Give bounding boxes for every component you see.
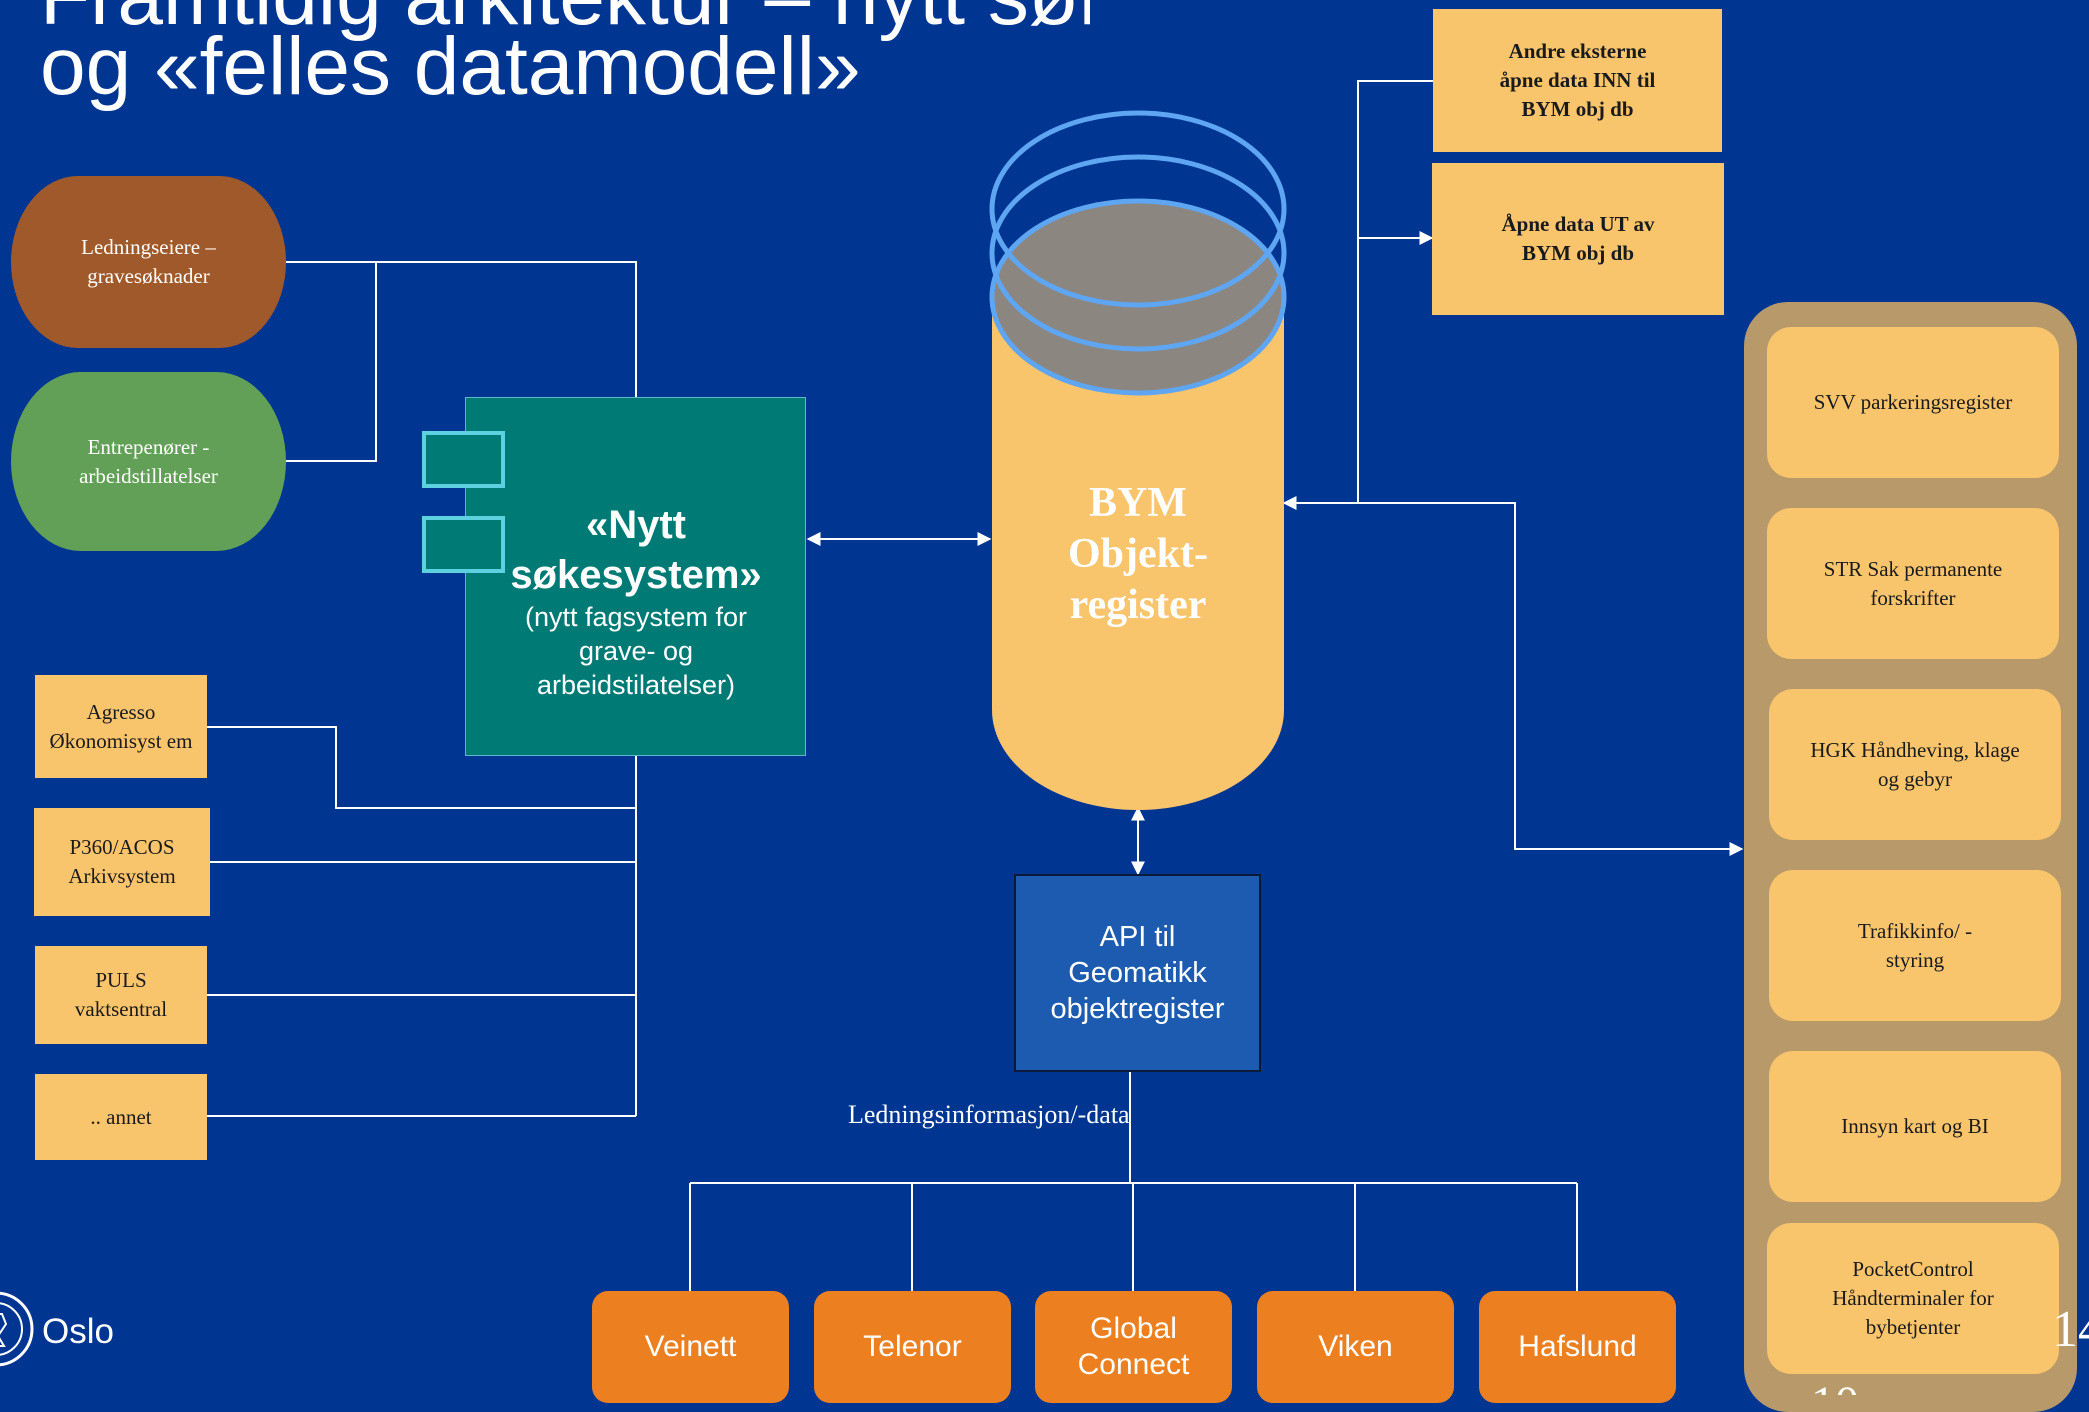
component-port-bottom xyxy=(422,516,505,573)
source-ledningseiere: Ledningseiere – gravesøknader xyxy=(11,176,286,348)
right-system-str: STR Sak permanente forskrifter xyxy=(1767,508,2059,659)
oslo-seal-icon xyxy=(0,1284,34,1374)
right-system-svv-label: SVV parkeringsregister xyxy=(1813,390,2013,414)
provider-viken: Viken xyxy=(1257,1291,1454,1403)
database-cylinder xyxy=(989,110,1287,810)
left-system-p360-label: P360/ACOS Arkivsystem xyxy=(68,835,176,888)
right-system-innsyn-label: Innsyn kart og BI xyxy=(1841,1114,1989,1138)
provider-hafslund: Hafslund xyxy=(1479,1291,1676,1403)
right-system-pocketcontrol-label: PocketControl Håndterminaler for bybetje… xyxy=(1832,1257,1994,1339)
open-data-inn-label: Andre eksterne åpne data INN til BYM obj… xyxy=(1499,39,1656,121)
open-data-inn: Andre eksterne åpne data INN til BYM obj… xyxy=(1433,9,1722,152)
left-system-puls: PULS vaktsentral xyxy=(35,946,207,1044)
left-system-p360: P360/ACOS Arkivsystem xyxy=(34,808,210,916)
right-system-trafikkinfo: Trafikkinfo/ -styring xyxy=(1769,870,2061,1021)
provider-global-connect: Global Connect xyxy=(1035,1291,1232,1403)
line-db-right-panel xyxy=(1284,502,1744,856)
left-system-agresso-label: Agresso Økonomisyst em xyxy=(49,699,193,753)
provider-telenor: Telenor xyxy=(814,1291,1011,1403)
left-system-agresso: Agresso Økonomisyst em xyxy=(35,675,207,778)
right-system-innsyn: Innsyn kart og BI xyxy=(1769,1051,2061,1202)
provider-hafslund-label: Hafslund xyxy=(1518,1330,1637,1363)
right-system-hgk: HGK Håndheving, klage og gebyr xyxy=(1769,689,2061,840)
component-port-top xyxy=(422,431,505,488)
page-number-below: 10 xyxy=(1811,1376,1859,1395)
open-data-ut-label: Åpne data UT av BYM obj db xyxy=(1501,212,1655,265)
line-open-data-inn xyxy=(1282,80,1433,510)
page-title-line-1: Framtidig arkitektur – nytt søkesystem o… xyxy=(40,0,1090,42)
provider-viken-label: Viken xyxy=(1318,1330,1393,1363)
page-title: Framtidig arkitektur – nytt søkesystem o… xyxy=(40,0,1090,120)
ledning-label: Ledningsinformasjon/-data xyxy=(848,1100,1130,1129)
source-ledningseiere-label: Ledningseiere – gravesøknader xyxy=(81,235,216,288)
page-number: 14 xyxy=(2052,1301,2089,1358)
line-entreprenorer xyxy=(286,262,377,462)
component-name: «Nytt søkesystem» xyxy=(510,503,762,597)
line-agresso xyxy=(207,726,636,809)
oslo-logo-text: Oslo xyxy=(42,1312,114,1351)
provider-veinett: Veinett xyxy=(592,1291,789,1403)
provider-global-connect-label: Global Connect xyxy=(1077,1312,1190,1381)
right-system-pocketcontrol: PocketControl Håndterminaler for bybetje… xyxy=(1767,1223,2059,1374)
right-system-trafikkinfo-label: Trafikkinfo/ -styring xyxy=(1857,918,1973,972)
page-title-line-2: og «felles datamodell» xyxy=(40,21,861,112)
source-entreprenorer-label: Entrepenører - arbeidstillatelser xyxy=(79,434,218,488)
right-system-hgk-label: HGK Håndheving, klage og gebyr xyxy=(1810,737,2020,791)
database-label: BYM Objekt-register xyxy=(1068,480,1208,628)
component-text: «Nytt søkesystem» (nytt fagsystem for gr… xyxy=(490,500,782,702)
api-box: API til Geomatikk objektregister xyxy=(1014,874,1261,1072)
line-ledningseiere xyxy=(286,261,637,397)
component-subtitle: (nytt fagsystem for grave- og arbeidstil… xyxy=(524,602,748,700)
provider-veinett-label: Veinett xyxy=(644,1330,737,1363)
component-nytt-sokesystem xyxy=(465,397,806,756)
right-system-svv: SVV parkeringsregister xyxy=(1767,327,2059,478)
left-system-puls-label: PULS vaktsentral xyxy=(74,968,168,1021)
left-system-annet: .. annet xyxy=(35,1074,207,1160)
left-system-annet-label: .. annet xyxy=(90,1104,152,1129)
api-label: API til Geomatikk objektregister xyxy=(1050,921,1225,1025)
provider-telenor-label: Telenor xyxy=(863,1330,962,1363)
right-system-str-label: STR Sak permanente forskrifter xyxy=(1823,556,2003,610)
source-entreprenorer: Entrepenører - arbeidstillatelser xyxy=(11,372,286,551)
open-data-ut: Åpne data UT av BYM obj db xyxy=(1432,163,1724,315)
